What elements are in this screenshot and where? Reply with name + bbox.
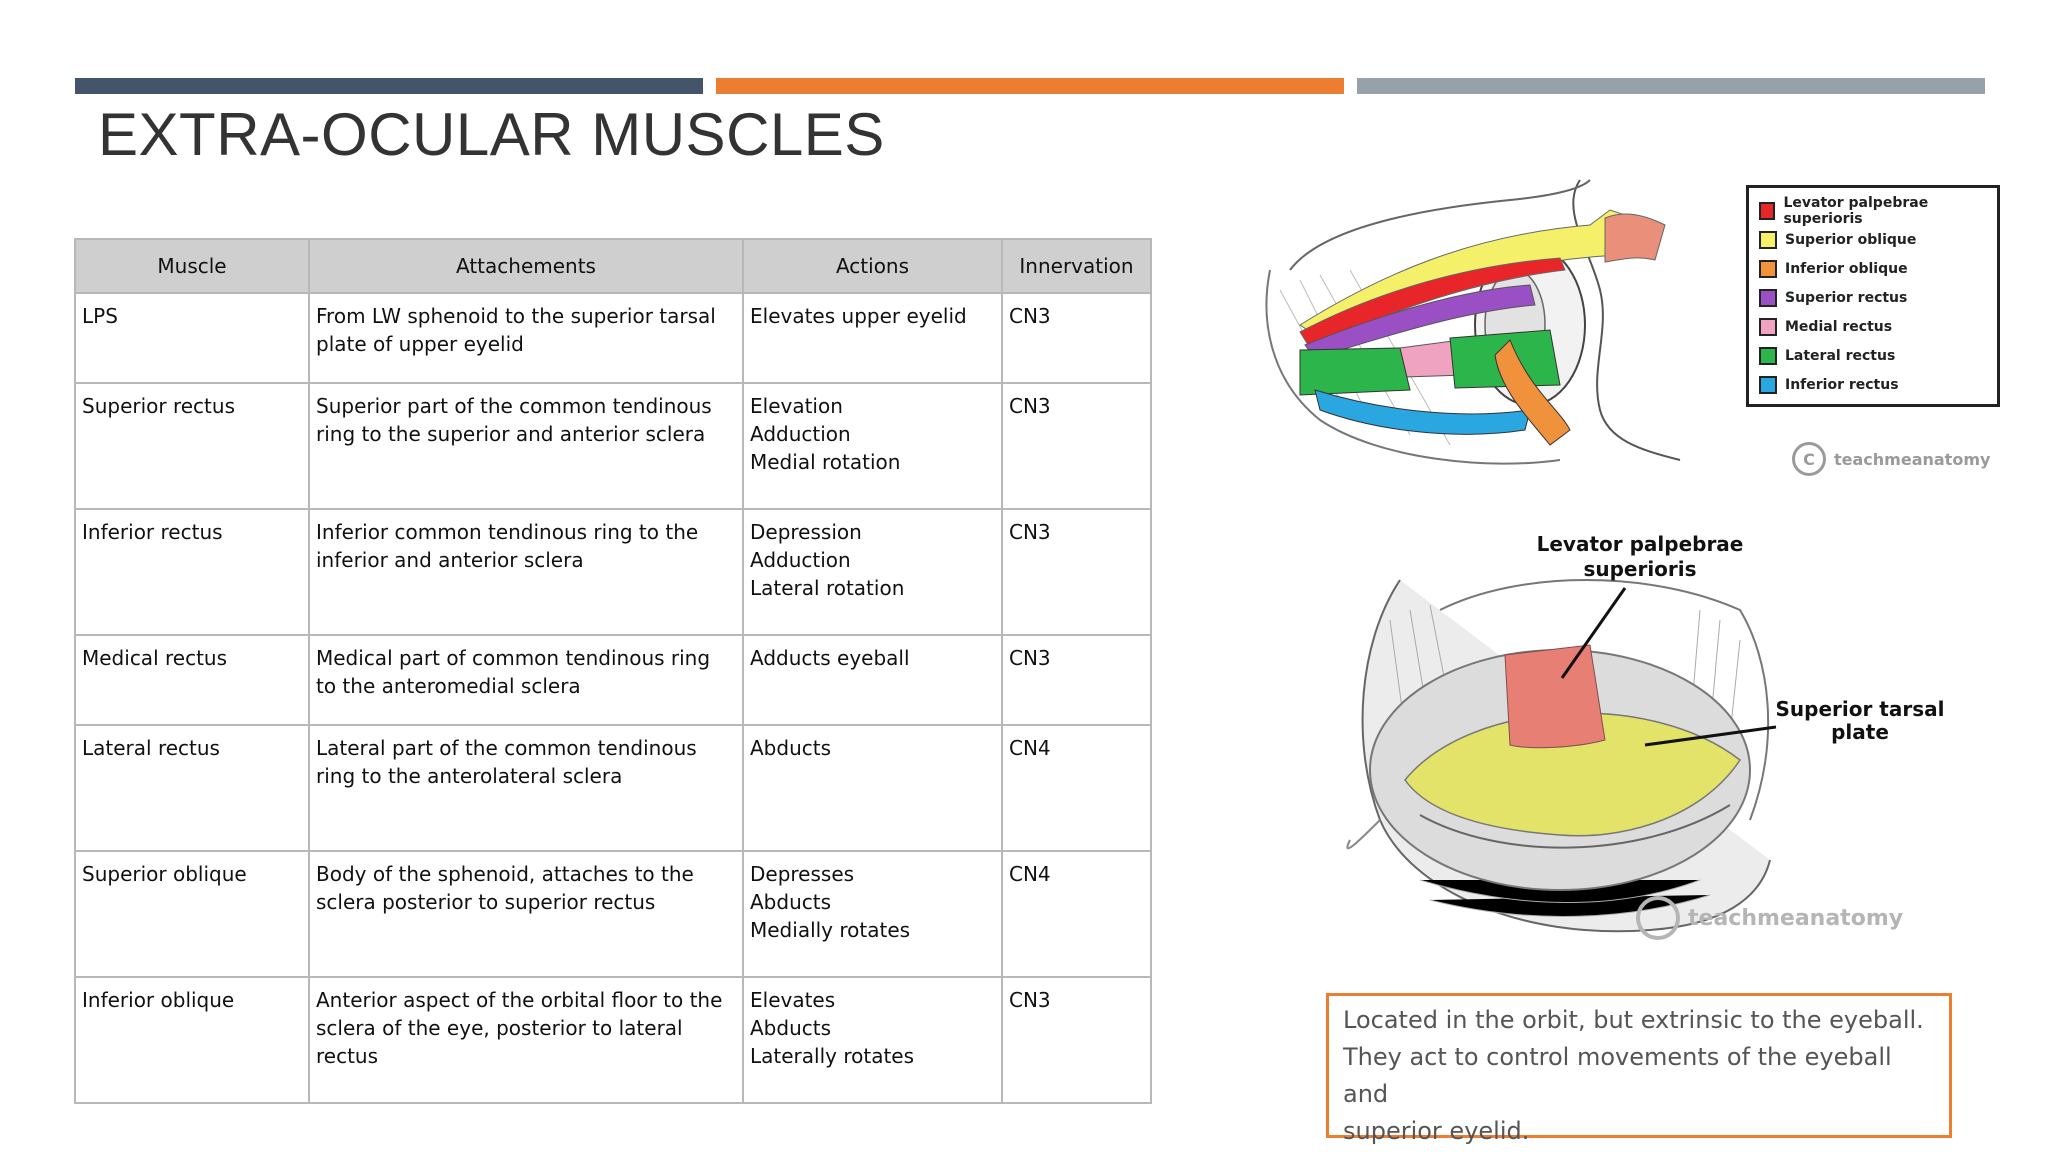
action-line: Abducts [750,736,832,760]
legend-item: Superior rectus [1759,283,1987,312]
cell-actions: Depresses Abducts Medially rotates [742,850,1003,978]
muscle-color-legend: Levator palpebrae superioris Superior ob… [1746,185,2000,407]
cell-attachments: Body of the sphenoid, attaches to the sc… [308,850,744,978]
action-line: Depresses [750,862,855,886]
legend-label: Levator palpebrae superioris [1783,194,1929,227]
summary-note-box: Located in the orbit, but extrinsic to t… [1326,993,1952,1145]
action-line: Elevates upper eyelid [750,304,967,328]
legend-label: Lateral rectus [1785,347,1896,364]
action-line: Medial rotation [750,450,901,474]
cell-innervation: CN3 [1001,634,1152,726]
cell-muscle: Inferior oblique [74,976,310,1104]
cell-actions: Abducts [742,724,1003,852]
table-row: Superior oblique Body of the sphenoid, a… [74,850,1152,978]
table-row: Inferior rectus Inferior common tendinou… [74,508,1152,636]
cell-actions: Adducts eyeball [742,634,1003,726]
label-superior-tarsal-plate: Superior tarsal plate [1775,697,1945,744]
action-line: Abducts [750,1016,832,1040]
legend-label: Superior rectus [1785,289,1908,306]
cell-innervation: CN4 [1001,724,1152,852]
accent-bar-orange [716,78,1344,94]
action-line: Medially rotates [750,918,911,942]
eyelid-anatomy-illustration [1346,579,1771,933]
watermark-text: teachmeanatomy [1834,449,1991,469]
muscles-table: Muscle Attachements Actions Innervation … [74,238,1152,1104]
cell-attachments: Inferior common tendinous ring to the in… [308,508,744,636]
action-line: Adduction [750,548,851,572]
header-muscle: Muscle [74,238,310,294]
legend-item: Levator palpebrae superioris [1759,194,1987,227]
accent-bar-slate [75,78,703,94]
legend-swatch-superior-oblique [1759,230,1777,249]
header-actions: Actions [742,238,1003,294]
cell-muscle: Lateral rectus [74,724,310,852]
legend-swatch-inferior-rectus [1759,375,1777,394]
cell-actions: Depression Adduction Lateral rotation [742,508,1003,636]
cell-muscle: Inferior rectus [74,508,310,636]
cell-innervation: CN3 [1001,292,1152,384]
cell-attachments: Medical part of common tendinous ring to… [308,634,744,726]
header-attachments: Attachements [308,238,744,294]
action-line: Depression [750,520,862,544]
legend-label: Superior oblique [1785,231,1917,248]
action-line: Adducts eyeball [750,646,910,670]
accent-bar-gray [1357,78,1985,94]
header-innervation: Innervation [1001,238,1152,294]
legend-item: Lateral rectus [1759,341,1987,370]
cell-actions: Elevates upper eyelid [742,292,1003,384]
table-row: Lateral rectus Lateral part of the commo… [74,724,1152,852]
muscles-table-wrapper: Muscle Attachements Actions Innervation … [74,238,1152,1104]
cell-muscle: Medical rectus [74,634,310,726]
cell-actions: Elevation Adduction Medial rotation [742,382,1003,510]
note-line: They act to control movements of the eye… [1343,1043,1892,1108]
watermark-bottom: teachmeanatomy [1636,896,1903,940]
action-line: Elevates [750,988,836,1012]
cell-attachments: Anterior aspect of the orbital floor to … [308,976,744,1104]
cell-attachments: From LW sphenoid to the superior tarsal … [308,292,744,384]
cell-attachments: Lateral part of the common tendinous rin… [308,724,744,852]
action-line: Lateral rotation [750,576,905,600]
table-row: LPS From LW sphenoid to the superior tar… [74,292,1152,384]
legend-item: Superior oblique [1759,225,1987,254]
cell-muscle: Superior rectus [74,382,310,510]
legend-item: Medial rectus [1759,312,1987,341]
cell-innervation: CN3 [1001,976,1152,1104]
legend-label: Inferior oblique [1785,260,1908,277]
action-line: Adduction [750,422,851,446]
legend-swatch-medial-rectus [1759,317,1777,336]
action-line: Elevation [750,394,843,418]
orbit-muscles-lateral-illustration [1265,179,1681,465]
cell-muscle: Superior oblique [74,850,310,978]
cell-muscle: LPS [74,292,310,384]
legend-item: Inferior oblique [1759,254,1987,283]
slide-title: EXTRA-OCULAR MUSCLES [98,101,885,168]
watermark-top: C teachmeanatomy [1792,442,1990,476]
label-levator-palpebrae-superioris: Levator palpebrae superioris [1536,532,1744,581]
action-line: Laterally rotates [750,1044,915,1068]
legend-label: Inferior rectus [1785,376,1899,393]
cell-actions: Elevates Abducts Laterally rotates [742,976,1003,1104]
copyright-icon [1636,896,1680,940]
table-row: Superior rectus Superior part of the com… [74,382,1152,510]
cell-innervation: CN3 [1001,382,1152,510]
cell-innervation: CN4 [1001,850,1152,978]
watermark-text: teachmeanatomy [1688,905,1904,931]
legend-swatch-superior-rectus [1759,288,1777,307]
table-row: Medical rectus Medical part of common te… [74,634,1152,726]
cell-attachments: Superior part of the common tendinous ri… [308,382,744,510]
copyright-icon: C [1792,442,1826,476]
legend-label: Medial rectus [1785,318,1893,335]
legend-swatch-lateral-rectus [1759,346,1777,365]
table-row: Inferior oblique Anterior aspect of the … [74,976,1152,1104]
legend-item: Inferior rectus [1759,370,1987,399]
cell-innervation: CN3 [1001,508,1152,636]
table-header-row: Muscle Attachements Actions Innervation [74,238,1152,294]
action-line: Abducts [750,890,832,914]
legend-swatch-lps [1759,201,1776,220]
legend-swatch-inferior-oblique [1759,259,1777,278]
note-line: Located in the orbit, but extrinsic to t… [1343,1006,1924,1034]
note-line: superior eyelid. [1343,1117,1530,1145]
